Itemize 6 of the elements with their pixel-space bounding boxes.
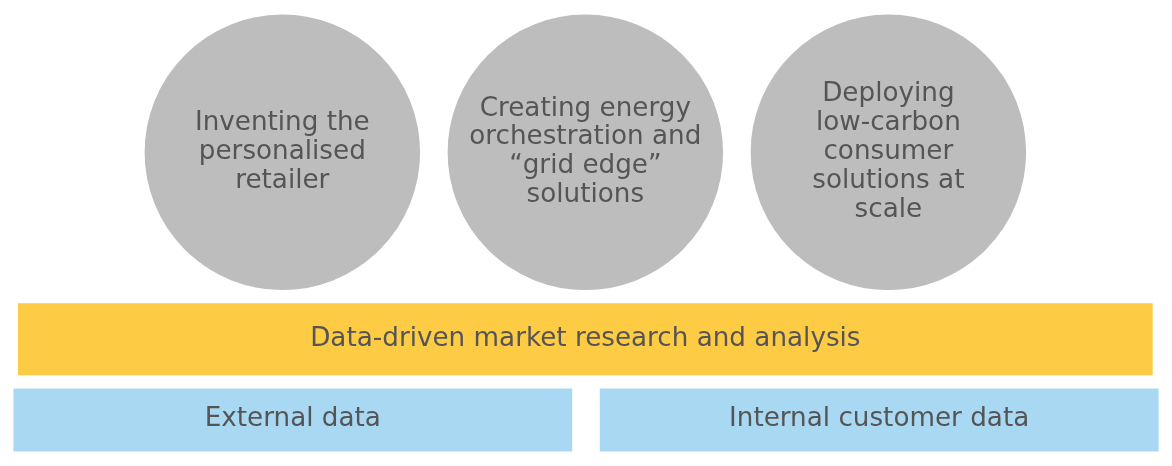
node-circle: Creating energy orchestration and “grid edge” solutions bbox=[447, 14, 724, 291]
node-box: Data-driven market research and analysis bbox=[18, 303, 1153, 376]
node-circle: Inventing the personalised retailer bbox=[144, 14, 421, 291]
node-circle: Deploying low-carbon consumer solutions at scale bbox=[750, 14, 1027, 291]
node-box: Internal customer data bbox=[599, 388, 1159, 452]
node-box: External data bbox=[13, 388, 573, 452]
